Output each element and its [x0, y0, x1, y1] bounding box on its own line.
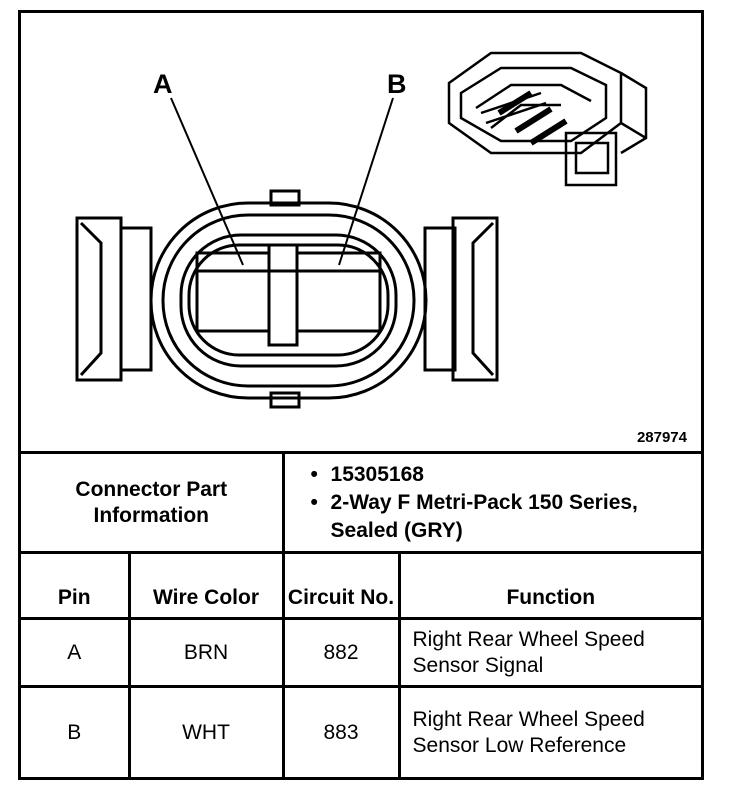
table-header-row: Pin Wire Color Circuit No. Function	[21, 551, 702, 620]
connector-pinout-table: Connector Part Information •15305168 •2-…	[21, 451, 702, 779]
connector-isometric-icon	[447, 51, 648, 187]
pin-b-leader	[338, 97, 394, 266]
wire-color-cell: BRN	[127, 617, 285, 688]
connector-figure: A B 287974 Connector Part Information •1…	[18, 10, 704, 780]
part-number: •15305168	[310, 462, 424, 486]
pin-a-leader	[170, 97, 244, 266]
table-row: B WHT 883 Right Rear Wheel Speed Sensor …	[21, 685, 702, 779]
table-row: A BRN 882 Right Rear Wheel Speed Sensor …	[21, 617, 702, 688]
function-cell: Right Rear Wheel Speed Sensor Low Refere…	[397, 685, 702, 779]
connector-shell	[149, 201, 428, 400]
connector-info-bullets: •15305168 •2-Way F Metri-Pack 150 Series…	[281, 451, 702, 554]
header-pin: Pin	[21, 551, 131, 620]
connector-info-label: Connector Part Information	[21, 451, 285, 554]
connector-diagram: A B 287974	[21, 13, 701, 451]
circuit-no-cell: 883	[281, 685, 401, 779]
header-wire-color: Wire Color	[127, 551, 285, 620]
connector-face-drawing	[75, 51, 648, 409]
connector-info-row: Connector Part Information •15305168 •2-…	[21, 451, 702, 554]
pin-b-label: B	[387, 69, 407, 99]
right-latch	[451, 216, 499, 382]
header-function: Function	[397, 551, 702, 620]
wire-color-cell: WHT	[127, 685, 285, 779]
connector-description: •2-Way F Metri-Pack 150 Series, Sealed (…	[310, 490, 638, 542]
circuit-no-cell: 882	[281, 617, 401, 688]
pin-cell: B	[21, 685, 131, 779]
pin-cell: A	[21, 617, 131, 688]
header-circuit-no: Circuit No.	[281, 551, 401, 620]
function-cell: Right Rear Wheel Speed Sensor Signal	[397, 617, 702, 688]
pin-a-label: A	[153, 69, 173, 99]
figure-number: 287974	[636, 429, 687, 446]
